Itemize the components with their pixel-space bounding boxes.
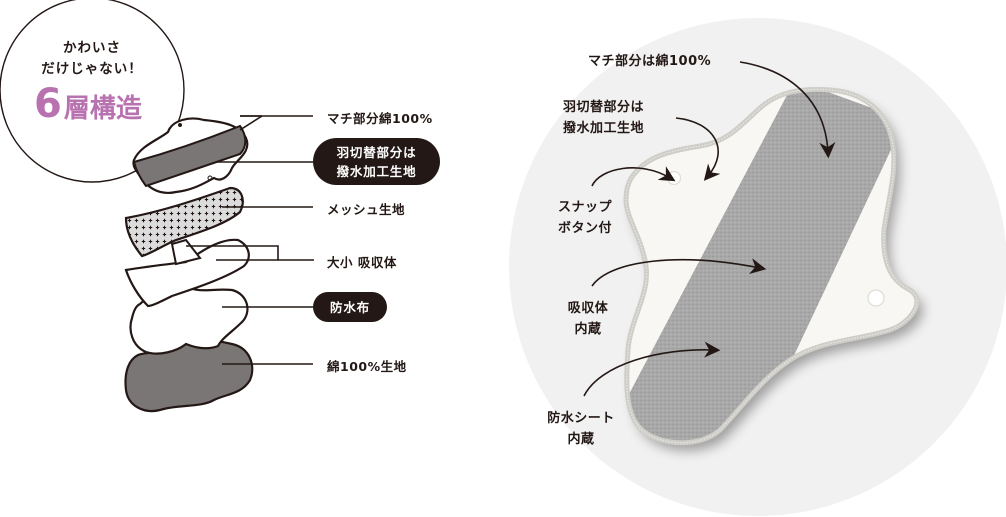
callout-gusset-line1: マチ部分は綿100% (588, 54, 712, 69)
layer-mesh-shape (124, 186, 244, 258)
snap-button-icon (867, 289, 885, 307)
layer-label-base: 綿100%生地 (327, 359, 407, 374)
callout-wing: 羽切替部分は 撥水加工生地 (563, 97, 644, 139)
layer-label-waterproof-pill: 防水布 (313, 292, 387, 322)
callout-waterproof: 防水シート 内蔵 (541, 408, 621, 450)
arrow-snap (591, 166, 676, 187)
badge-title-text: 層構造 (63, 94, 142, 124)
layer-label-mesh: メッシュ生地 (327, 202, 406, 217)
callout-snap: スナップ ボタン付 (558, 197, 612, 239)
callout-snap-line1: スナップ (558, 200, 613, 215)
callout-waterproof-line2: 内蔵 (567, 432, 595, 447)
absorber-small-piece (170, 238, 202, 266)
badge-title: 6層構造 (34, 84, 142, 129)
arrow-absorber (591, 258, 767, 287)
leader-absorber (186, 245, 314, 261)
callout-gusset: マチ部分は綿100% (588, 51, 711, 72)
badge-number: 6 (34, 81, 62, 127)
callout-waterproof-line1: 防水シート (547, 411, 615, 426)
badge-line-1: かわいさ (63, 40, 121, 56)
layer-label-wing-line1: 羽切替部分は (336, 144, 417, 160)
callout-wing-line1: 羽切替部分は (563, 100, 645, 115)
arrow-gusset (739, 61, 836, 159)
layer-label-wing-pill: 羽切替部分は 撥水加工生地 (313, 138, 440, 185)
gusset-cotton (626, 89, 905, 443)
callout-snap-line2: ボタン付 (558, 221, 613, 236)
layer-label-absorber: 大小 吸収体 (327, 255, 397, 270)
callout-absorber: 吸収体 内蔵 (564, 298, 612, 340)
gusset-cotton-strip (132, 124, 247, 188)
callout-wing-line2: 撥水加工生地 (563, 121, 645, 136)
badge-line-2: だけじゃない！ (41, 61, 143, 77)
arrow-waterproof (583, 341, 721, 397)
layer-label-waterproof: 防水布 (330, 299, 370, 315)
callout-absorber-line1: 吸収体 (567, 301, 609, 316)
badge-caption: かわいさ だけじゃない！ (0, 38, 184, 80)
arrow-wing (675, 117, 721, 181)
callout-absorber-line2: 内蔵 (574, 322, 602, 337)
layer-label-wing-line2: 撥水加工生地 (336, 163, 417, 179)
layer-label-gusset: マチ部分綿100% (327, 111, 433, 126)
badge-circle (0, 0, 185, 183)
